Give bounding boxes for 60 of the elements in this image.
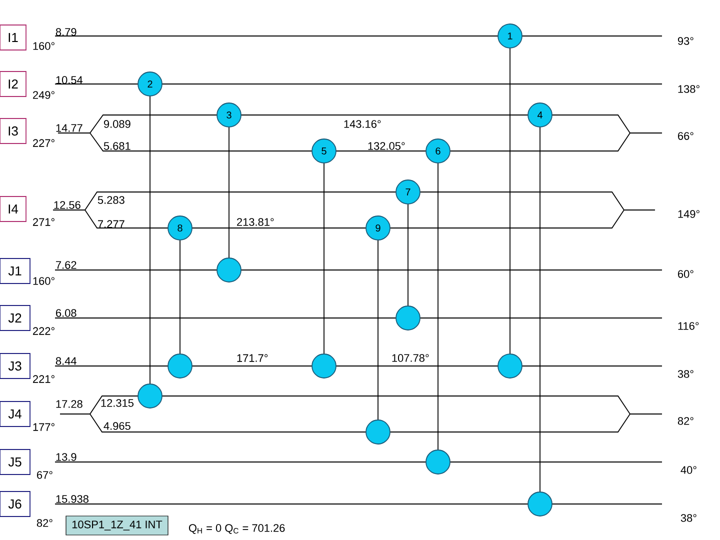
value-label: 12.56 xyxy=(54,201,80,209)
value-label: 143.16° xyxy=(344,120,381,128)
stream-box: J1 xyxy=(0,258,30,284)
value-label: 82° xyxy=(678,417,694,425)
value-label: 249° xyxy=(33,91,54,99)
value-label: 15.938 xyxy=(56,495,88,503)
value-label: 67° xyxy=(37,471,52,479)
value-label: 82° xyxy=(36,519,52,527)
value-label: 93° xyxy=(678,37,694,45)
value-label: 221° xyxy=(33,375,54,383)
value-label: 213.81° xyxy=(237,218,274,226)
exchanger-circle xyxy=(396,306,420,330)
stream-box: J2 xyxy=(0,305,30,331)
value-label: 160° xyxy=(33,277,54,285)
value-label: 6.08 xyxy=(56,309,76,317)
value-label: 13.9 xyxy=(56,453,76,461)
value-label: 9.089 xyxy=(104,120,130,128)
exchanger-circle xyxy=(216,258,242,282)
value-label: 17.28 xyxy=(56,400,82,408)
stream-box: J6 xyxy=(0,491,30,517)
value-label: 227° xyxy=(33,139,54,147)
value-label: 138° xyxy=(678,85,700,93)
value-label: 171.7° xyxy=(237,354,268,362)
value-label: 14.77 xyxy=(56,124,82,132)
value-label: 40° xyxy=(680,466,696,474)
value-label: 38° xyxy=(678,370,694,378)
value-label: 132.05° xyxy=(368,142,405,150)
value-label: 7.62 xyxy=(56,261,76,269)
exchanger-circle xyxy=(168,354,192,378)
stream-box: I4 xyxy=(0,196,26,222)
value-label: 160° xyxy=(33,42,54,50)
value-label: 116° xyxy=(678,322,699,330)
connecting-line xyxy=(228,127,230,258)
value-label: 66° xyxy=(678,132,694,140)
value-label: 149° xyxy=(678,210,700,218)
value-label: 107.78° xyxy=(392,354,429,362)
stream-box: I3 xyxy=(0,118,26,144)
stream-box: I1 xyxy=(0,24,26,50)
exchanger-circle xyxy=(366,420,390,444)
value-label: 177° xyxy=(33,423,54,431)
stream-box: I2 xyxy=(0,71,26,97)
value-label: 5.283 xyxy=(98,196,124,204)
value-label: 8.79 xyxy=(56,28,76,36)
exchanger-circle xyxy=(312,354,336,378)
stream-box: J3 xyxy=(0,353,30,379)
stream-box: J5 xyxy=(0,449,30,475)
value-label: Q$_{H}$ = 0 Q$_{C}$ = 701.26 xyxy=(188,524,285,534)
exchanger-circle xyxy=(498,354,522,378)
exchanger-circle xyxy=(528,492,552,516)
stream-box: J4 xyxy=(0,401,30,427)
exchanger-circle xyxy=(426,450,450,474)
value-label: 222° xyxy=(33,327,54,335)
value-label: 5.681 xyxy=(104,142,130,150)
value-label: 8.44 xyxy=(56,357,76,365)
value-label: 271° xyxy=(33,218,54,226)
value-label: 38° xyxy=(680,514,696,522)
value-label: 4.965 xyxy=(104,422,130,430)
value-label: 60° xyxy=(678,270,694,278)
exchanger-circle xyxy=(138,384,162,408)
info-box: 10SP1_1Z_41 INT xyxy=(66,516,168,536)
